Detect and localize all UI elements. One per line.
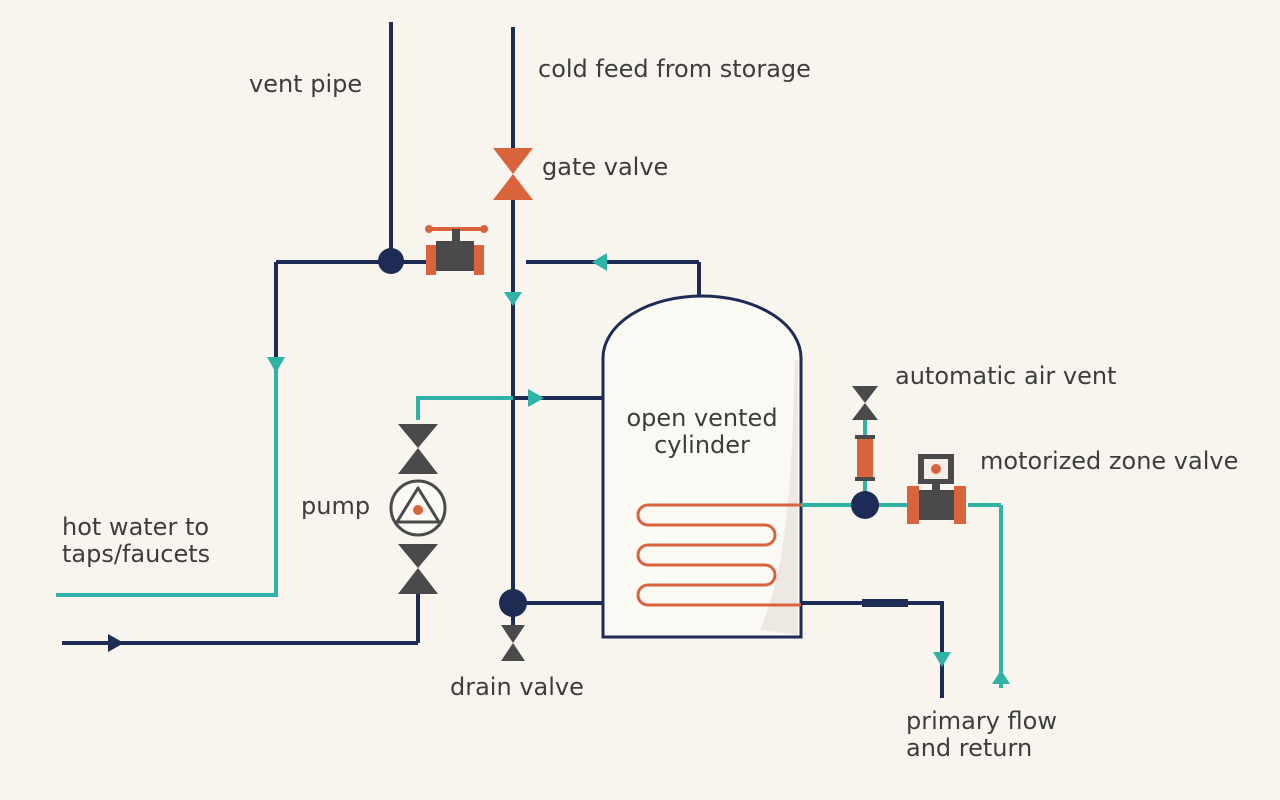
gate-valve-label: gate valve xyxy=(542,153,669,181)
motorized-zone-valve-label: motorized zone valve xyxy=(980,447,1239,475)
hot-water-label-line2: taps/faucets xyxy=(62,540,211,568)
cylinder-body xyxy=(601,294,803,639)
flow-arrow-icon xyxy=(933,652,951,667)
lower-pump-valve-icon xyxy=(398,544,438,594)
drain-valve-label: drain valve xyxy=(450,673,584,701)
heating-coil xyxy=(636,503,801,607)
isolation-valve-icon xyxy=(425,225,488,275)
automatic-air-vent-label: automatic air vent xyxy=(895,362,1117,390)
junction-primary xyxy=(851,491,879,519)
flow-arrow-icon xyxy=(528,389,544,407)
pump-icon xyxy=(389,479,447,537)
junction-drain xyxy=(499,589,527,617)
flow-arrows xyxy=(108,253,1010,684)
primary-flow-label-line1: primary flow xyxy=(906,707,1057,735)
flow-arrow-icon xyxy=(267,357,285,373)
primary-return-pipe xyxy=(801,601,944,698)
automatic-air-vent-icon xyxy=(852,386,878,481)
hot-water-label-line1: hot water to xyxy=(62,513,210,541)
hot-water-label: hot water to taps/faucets xyxy=(62,514,210,568)
flow-arrow-icon xyxy=(108,634,124,652)
cylinder-label-line1: open vented xyxy=(626,404,778,432)
vent-pipe-label: vent pipe xyxy=(249,70,363,98)
flow-arrow-icon xyxy=(992,670,1010,684)
cylinder-shading xyxy=(760,360,798,635)
flow-arrow-icon xyxy=(504,292,522,306)
primary-flow-label: primary flow and return xyxy=(906,708,1057,762)
cylinder-label: open vented cylinder xyxy=(602,405,802,459)
junction-vent xyxy=(378,248,404,274)
primary-flow-label-line2: and return xyxy=(906,734,1033,762)
pipe-coupling xyxy=(862,599,908,607)
pump-label: pump xyxy=(301,492,371,520)
motorized-zone-valve-icon xyxy=(907,454,966,524)
hot-water-outlet-pipe xyxy=(56,362,278,597)
cold-feed-label: cold feed from storage xyxy=(538,55,811,83)
pump-loop-pipe xyxy=(416,396,513,420)
flow-arrow-icon xyxy=(592,253,607,271)
upper-pump-valve-icon xyxy=(398,424,438,474)
cylinder-label-line2: cylinder xyxy=(654,431,750,459)
gate-valve-icon xyxy=(493,148,533,200)
drain-valve-icon xyxy=(501,625,525,661)
